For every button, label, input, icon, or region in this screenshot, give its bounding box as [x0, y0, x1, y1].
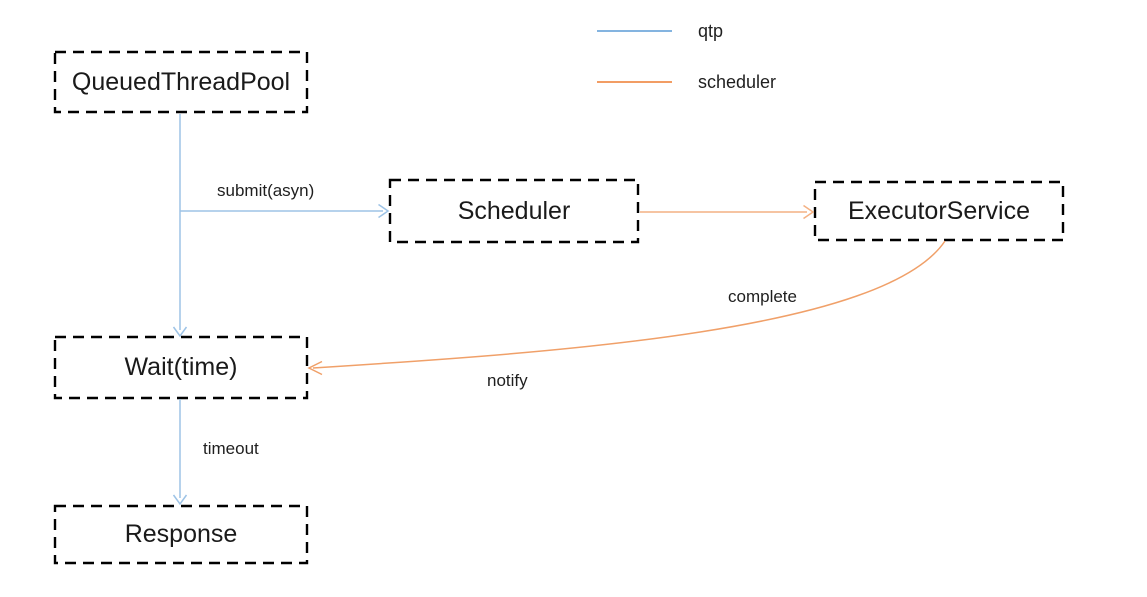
- submit-edge-label: submit(asyn): [217, 181, 315, 200]
- scheduler-box-border: [388, 178, 640, 244]
- response-box-border: [53, 504, 309, 565]
- submit-arrowhead: [378, 203, 390, 219]
- notify-curve-arrowhead: [307, 360, 323, 376]
- scheduler-label: Scheduler: [457, 196, 571, 225]
- notify-curve-line: [312, 240, 946, 369]
- wait-label: Wait(time): [124, 353, 238, 381]
- complete-edge-label: complete: [728, 287, 797, 306]
- response-label: Response: [124, 520, 238, 548]
- node-queued-thread-pool: QueuedThreadPool: [55, 52, 307, 112]
- executor-service-label: ExecutorService: [847, 196, 1031, 225]
- node-response: Response: [55, 506, 307, 563]
- node-wait: Wait(time): [55, 337, 307, 398]
- scheduler-to-executor-arrowhead: [803, 204, 815, 220]
- node-scheduler: Scheduler: [390, 180, 638, 242]
- legend-scheduler-label: scheduler: [698, 72, 777, 92]
- queued-thread-pool-box-border: [53, 50, 309, 114]
- timeout-arrowhead: [172, 494, 188, 506]
- notify-edge-label: notify: [487, 371, 528, 390]
- wait-box-border: [53, 335, 309, 400]
- node-executor-service: ExecutorService: [815, 182, 1063, 240]
- executor-service-box-border: [813, 180, 1065, 242]
- timeout-edge-label: timeout: [203, 439, 259, 458]
- legend-qtp-label: qtp: [698, 21, 724, 41]
- queued-thread-pool-label: QueuedThreadPool: [71, 67, 291, 96]
- qtp-to-wait-arrowhead: [172, 326, 188, 338]
